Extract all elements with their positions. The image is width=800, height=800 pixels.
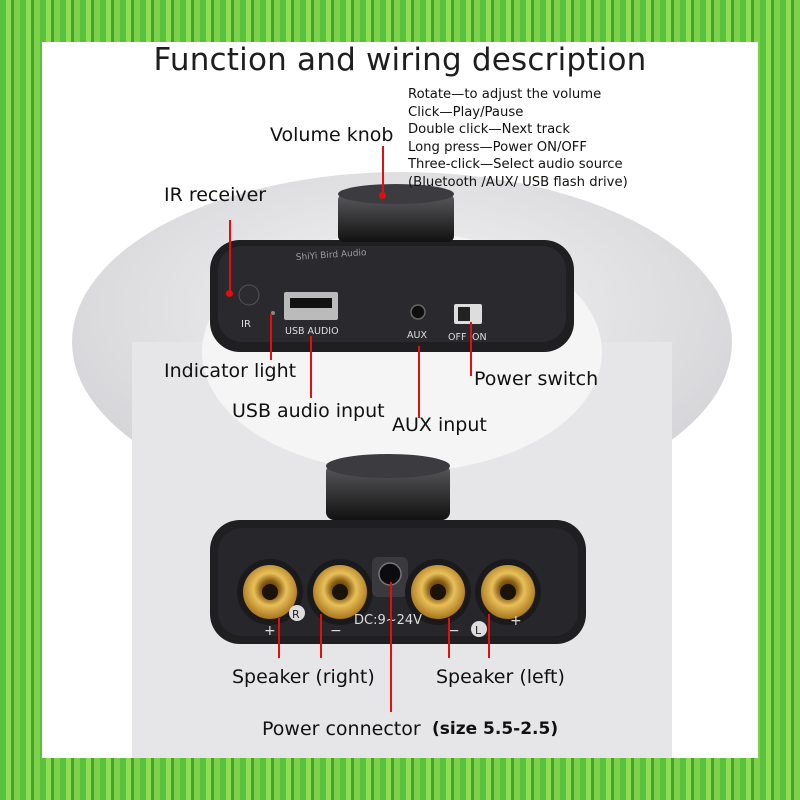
terminal-left-minus	[405, 559, 471, 625]
top-device: IR USB AUDIO AUX OFF ON ShiYi Bird Audio	[210, 184, 574, 352]
svg-text:+: +	[264, 623, 276, 639]
svg-text:L: L	[475, 624, 482, 637]
pointer-dot-ir	[226, 290, 233, 297]
pointer-aux	[418, 346, 420, 418]
knob-function-item: Double click—Next track	[408, 122, 571, 138]
label-aux-input: AUX input	[392, 414, 487, 436]
pointer-speaker-right-plus	[278, 618, 280, 658]
knob-function-list: Rotate—to adjust the volume Click—Play/P…	[408, 86, 628, 192]
knob-function-item: Rotate—to adjust the volume	[408, 87, 602, 102]
knob-function-item: Long press—Power ON/OFF	[408, 139, 587, 155]
label-speaker-left: Speaker (left)	[436, 666, 565, 688]
svg-text:R: R	[292, 608, 300, 621]
label-volume-knob: Volume knob	[270, 124, 394, 146]
svg-text:DC:9~24V: DC:9~24V	[354, 613, 422, 628]
pointer-speaker-left-minus	[448, 618, 450, 658]
terminal-right-plus	[237, 559, 303, 625]
svg-text:ON: ON	[472, 332, 487, 343]
label-usb-audio-input: USB audio input	[232, 400, 385, 422]
pointer-speaker-right-minus	[320, 614, 322, 658]
bottom-device: + R − DC:9~24V − L +	[210, 454, 586, 644]
svg-text:+: +	[510, 613, 522, 629]
knob-function-item: Click—Play/Pause	[408, 104, 524, 120]
label-speaker-right: Speaker (right)	[232, 666, 375, 688]
label-power-connector: Power connector	[262, 718, 421, 740]
label-power-connector-size: (size 5.5-2.5)	[432, 719, 559, 739]
pointer-volume-knob	[382, 146, 384, 194]
pointer-ir-receiver	[229, 220, 231, 292]
terminal-right-minus	[307, 559, 373, 625]
pointer-speaker-left-plus	[488, 614, 490, 658]
pointer-indicator-light	[270, 314, 272, 360]
knob-function-item: Three-click—Select audio source	[408, 157, 623, 173]
label-indicator-light: Indicator light	[164, 360, 297, 382]
svg-text:AUX: AUX	[407, 330, 427, 341]
svg-text:USB AUDIO: USB AUDIO	[285, 326, 339, 337]
pointer-power-connector	[390, 582, 392, 712]
terminal-left-plus	[475, 559, 541, 625]
pointer-power-switch	[470, 322, 472, 376]
page-title: Function and wiring description	[153, 42, 647, 78]
label-power-switch: Power switch	[474, 368, 599, 390]
top-volume-knob	[338, 194, 454, 242]
aux-jack	[410, 304, 426, 320]
product-photo: IR USB AUDIO AUX OFF ON ShiYi Bird Audio	[72, 172, 732, 758]
content-panel: IR USB AUDIO AUX OFF ON ShiYi Bird Audio	[42, 42, 758, 758]
svg-text:−: −	[448, 623, 460, 639]
pointer-usb	[310, 336, 312, 398]
svg-text:IR: IR	[241, 319, 251, 330]
label-ir-receiver: IR receiver	[164, 184, 267, 206]
pointer-dot-volume	[379, 192, 386, 199]
knob-function-item: (Bluetooth /AUX/ USB flash drive)	[408, 174, 628, 190]
svg-text:−: −	[330, 623, 342, 639]
indicator-led	[271, 311, 275, 315]
svg-text:ShiYi Bird Audio: ShiYi Bird Audio	[296, 248, 368, 263]
ir-receiver-window	[238, 284, 260, 306]
bottom-volume-knob	[326, 464, 450, 520]
svg-text:OFF: OFF	[448, 332, 466, 343]
